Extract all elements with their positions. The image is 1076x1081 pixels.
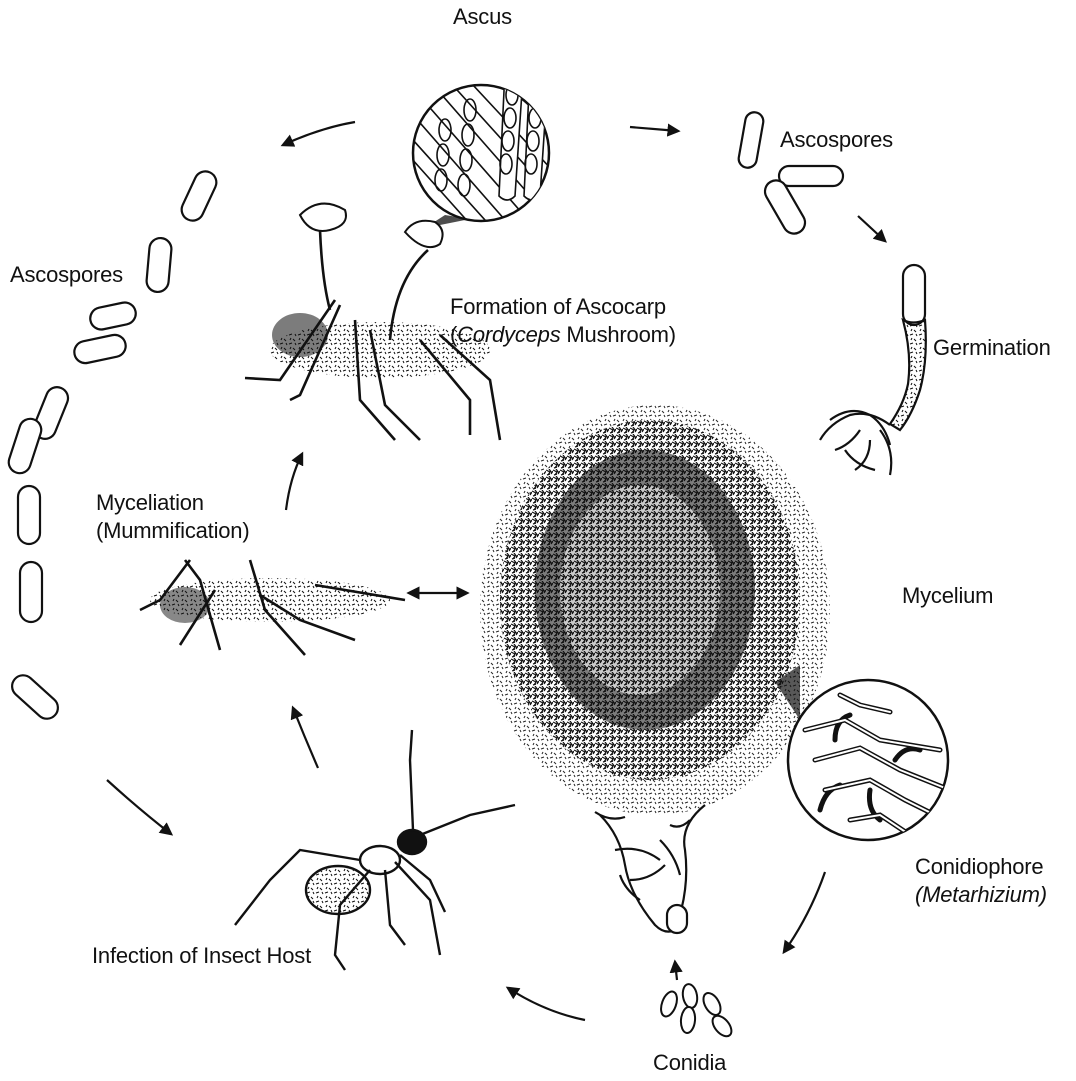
germination-hypha: [820, 265, 926, 475]
label-mycelium: Mycelium: [902, 583, 993, 609]
conidiophore-structure: [595, 805, 705, 933]
conidia-group: [658, 983, 735, 1040]
mycelium-mass: [480, 405, 830, 815]
label-conidia: Conidia: [653, 1050, 726, 1076]
label-germination: Germination: [933, 335, 1051, 361]
label-myceliation-line1: Myceliation: [96, 490, 204, 516]
label-myceliation-line2: (Mummification): [96, 518, 249, 544]
ascospores-left-group: [6, 168, 220, 723]
label-ascospores-left: Ascospores: [10, 262, 123, 288]
label-ascus: Ascus: [453, 4, 512, 30]
label-ascocarp-line2: (Cordyceps Mushroom): [450, 322, 676, 348]
mummified-ant: [140, 560, 405, 655]
label-ascocarp-line1: Formation of Ascocarp: [450, 294, 666, 320]
label-infection: Infection of Insect Host: [92, 943, 311, 969]
label-conidiophore-line1: Conidiophore: [915, 854, 1043, 880]
label-conidiophore-line2: (Metarhizium): [915, 882, 1047, 908]
ant-insect-host: [235, 730, 515, 970]
label-ascospores-right: Ascospores: [780, 127, 893, 153]
